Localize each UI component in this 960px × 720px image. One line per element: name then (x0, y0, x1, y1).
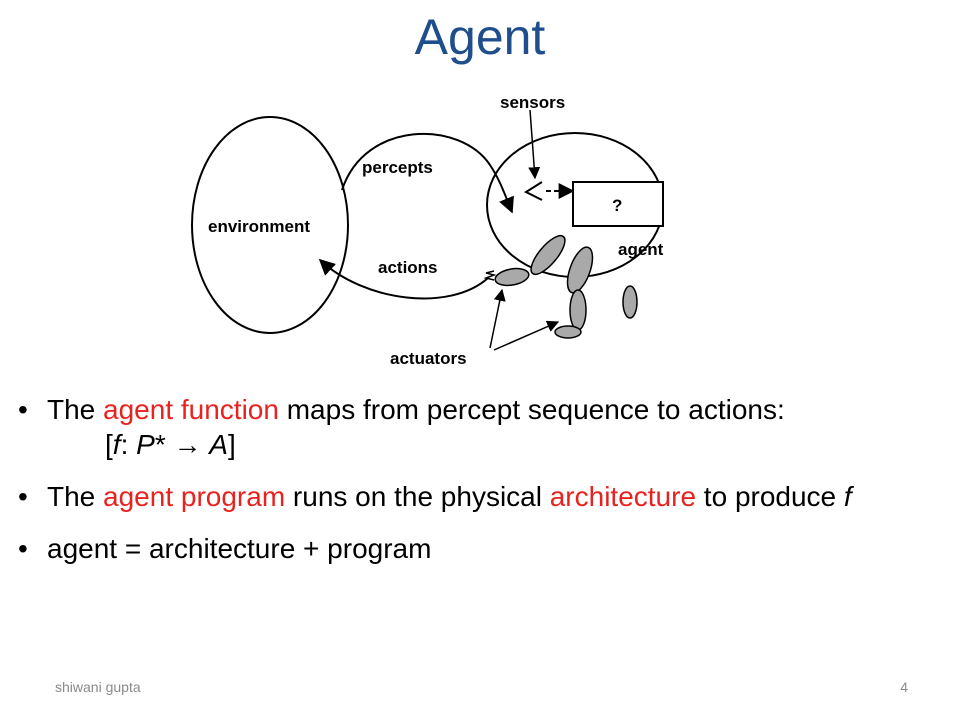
agent-program-box (572, 181, 664, 227)
leg-lower (569, 289, 587, 331)
bullet-list: • The agent function maps from percept s… (10, 392, 950, 583)
bullet-agent-equation: • agent = architecture + program (18, 533, 432, 564)
foot (554, 325, 582, 339)
sensors-pointer (528, 109, 541, 180)
arm-upper (530, 234, 566, 276)
bullet-dot: • (18, 533, 28, 564)
actuators-pointer-1 (489, 288, 506, 349)
arm-lower (494, 267, 530, 287)
agent-label: agent (618, 240, 664, 259)
highlight-agent-program: agent program (103, 481, 286, 512)
actuators-pointer-2 (493, 320, 560, 351)
percepts-label: percepts (362, 158, 433, 177)
agent-function-formula: [f: P* → A] (105, 429, 236, 460)
bullet-agent-function: • The agent function maps from percept s… (10, 392, 950, 462)
page-number: 4 (900, 679, 908, 695)
percepts-arrow (341, 132, 514, 214)
leg-upper (566, 246, 594, 294)
footer-author: shiwani gupta (55, 679, 141, 695)
bullet-dot: • (18, 481, 28, 512)
highlight-agent-function: agent function (103, 394, 279, 425)
highlight-architecture: architecture (549, 481, 697, 512)
sensors-label: sensors (500, 93, 565, 112)
bullet-agent-program: • The agent program runs on the physical… (18, 481, 852, 512)
leg2 (622, 285, 638, 319)
program-question-mark: ? (612, 196, 622, 215)
bullet-dot: • (18, 394, 28, 425)
environment-label: environment (208, 217, 310, 236)
agent-environment-diagram: sensors percepts environment actions age… (191, 93, 664, 368)
actuators-label: actuators (390, 349, 467, 368)
actions-arrow (318, 258, 489, 300)
sensor-eye (523, 181, 543, 201)
actions-label: actions (378, 258, 438, 277)
environment-ellipse (191, 116, 349, 334)
slide-title: Agent (414, 9, 546, 65)
hand (483, 270, 497, 281)
